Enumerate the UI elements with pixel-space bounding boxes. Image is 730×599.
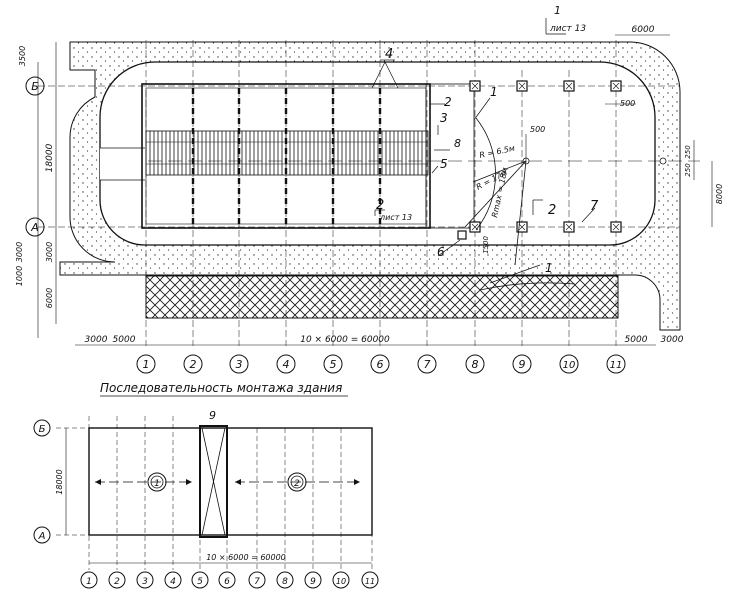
section-mark-2-num: 2 xyxy=(376,198,384,213)
axis-bubble-10: 10 xyxy=(559,354,579,374)
dim-5000-bottom-right: 5000 xyxy=(625,335,648,345)
dim-1000: 1000 xyxy=(15,266,24,286)
svg-text:Б: Б xyxy=(39,424,46,435)
axis-bubble-A: А xyxy=(25,217,45,237)
dim-250-a: 250 xyxy=(684,145,692,159)
dim-500-upper: 500 xyxy=(620,99,635,108)
callout-4: 4 xyxy=(385,47,393,62)
svg-text:8: 8 xyxy=(282,577,288,587)
footing-marks xyxy=(471,82,620,231)
section-mark-1-num: 1 xyxy=(554,4,561,17)
axis-bubble-7: 7 xyxy=(417,354,437,374)
dim-3000-a: 3000 xyxy=(15,242,24,262)
callout-3: 3 xyxy=(440,111,448,125)
axis-bubble-4: 4 xyxy=(276,354,296,374)
dim-250-b: 250 xyxy=(684,163,692,177)
axis-number-row: 1 2 3 4 5 6 7 8 9 10 11 xyxy=(136,354,626,374)
svg-text:6: 6 xyxy=(224,577,230,587)
seq-axis-number-row: 1 2 3 4 5 6 7 8 9 10 11 xyxy=(80,571,379,589)
dim-6000-top: 6000 xyxy=(632,25,655,35)
svg-text:5: 5 xyxy=(330,358,337,371)
section-mark-2-sheet: лист 13 xyxy=(379,213,412,222)
svg-text:2: 2 xyxy=(190,358,197,371)
svg-text:7: 7 xyxy=(424,358,431,371)
svg-text:11: 11 xyxy=(610,360,623,371)
axis-bubble-8: 8 xyxy=(465,354,485,374)
dim-span-plan: 10 × 6000 = 60000 xyxy=(300,335,390,345)
svg-text:7: 7 xyxy=(254,577,260,587)
svg-text:4: 4 xyxy=(283,358,290,371)
dim-3000-bottom-right: 3000 xyxy=(661,335,684,345)
axis-bubble-11: 11 xyxy=(606,354,626,374)
dim-6000-left: 6000 xyxy=(45,288,54,308)
svg-text:3: 3 xyxy=(236,358,243,371)
dim-8000-right: 8000 xyxy=(715,184,724,204)
callout-6: 6 xyxy=(437,245,445,259)
seq-axis-bubble-A: А xyxy=(33,526,51,544)
sequence-height-dim: 18000 xyxy=(55,469,64,494)
axis-bubble-B: Б xyxy=(25,76,45,96)
sequence-plan xyxy=(56,416,373,570)
dim-5000-bottom-left: 5000 xyxy=(113,335,136,345)
callout-5: 5 xyxy=(440,157,448,171)
svg-text:6: 6 xyxy=(377,358,384,371)
svg-text:10: 10 xyxy=(563,360,576,371)
svg-text:9: 9 xyxy=(519,358,526,371)
axis-bubble-3: 3 xyxy=(229,354,249,374)
svg-text:9: 9 xyxy=(310,577,316,587)
callout-2: 2 xyxy=(444,95,452,109)
svg-text:1: 1 xyxy=(143,358,150,371)
svg-text:8: 8 xyxy=(472,358,479,371)
svg-text:1: 1 xyxy=(154,479,160,489)
callout-1-lower: 1 xyxy=(545,261,553,275)
axis-label-B: Б xyxy=(31,80,39,93)
callout-1: 1 xyxy=(490,85,498,99)
dim-1500: 1500 xyxy=(482,236,490,254)
stage-2-marker: 2 xyxy=(287,472,307,492)
dim-500-mid: 500 xyxy=(530,125,545,134)
axis-bubble-1: 1 xyxy=(136,354,156,374)
svg-text:10: 10 xyxy=(336,577,346,586)
axis-label-A: А xyxy=(30,221,39,234)
svg-text:5: 5 xyxy=(197,577,203,587)
svg-text:2: 2 xyxy=(294,479,300,489)
seq-axis-bubble-B: Б xyxy=(33,419,51,437)
callout-8: 8 xyxy=(454,137,461,150)
svg-text:1: 1 xyxy=(86,577,92,587)
svg-text:А: А xyxy=(38,531,46,542)
sequence-title: Последовательность монтажа здания xyxy=(100,381,342,395)
svg-text:2: 2 xyxy=(114,577,120,587)
axis-bubble-6: 6 xyxy=(370,354,390,374)
svg-text:11: 11 xyxy=(365,577,375,586)
axis-bubble-9: 9 xyxy=(512,354,532,374)
leader-lines xyxy=(371,18,596,284)
expansion-joint xyxy=(199,425,228,538)
section-label-2: 2 xyxy=(548,203,556,218)
callout-7: 7 xyxy=(590,199,599,214)
svg-text:4: 4 xyxy=(170,577,176,587)
storage-area xyxy=(145,275,619,319)
dim-3000-b: 3000 xyxy=(45,242,54,262)
dimension-lines xyxy=(37,34,713,346)
sequence-callout-9: 9 xyxy=(209,409,216,422)
svg-text:3: 3 xyxy=(142,577,148,587)
dim-18000: 18000 xyxy=(45,143,55,172)
stage-1-marker: 1 xyxy=(147,472,167,492)
dim-3500-left: 3500 xyxy=(18,46,27,66)
building-columns xyxy=(191,88,382,224)
axis-bubble-5: 5 xyxy=(323,354,343,374)
section-mark-1-sheet: лист 13 xyxy=(549,24,586,34)
sequence-span-dim: 10 × 6000 = 60000 xyxy=(206,553,286,562)
dim-3000-bottom-left: 3000 xyxy=(85,335,108,345)
axis-bubble-2: 2 xyxy=(183,354,203,374)
